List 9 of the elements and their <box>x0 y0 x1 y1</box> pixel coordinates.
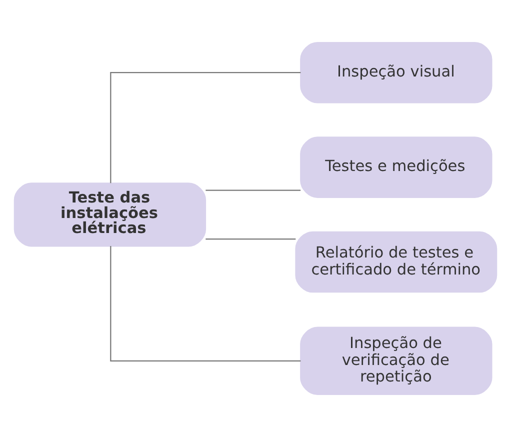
connector <box>205 190 300 191</box>
node-box: Teste das instalações elétricas <box>13 182 206 247</box>
node-box: Inspeção visual <box>300 42 492 104</box>
node-box: Inspeção de verificação de repetição <box>300 326 492 396</box>
node-box: Testes e medições <box>300 136 492 198</box>
connector <box>110 246 300 362</box>
node-box: Relatório de testes e certificado de término <box>294 231 497 293</box>
connector <box>205 238 296 240</box>
connector <box>110 72 300 184</box>
